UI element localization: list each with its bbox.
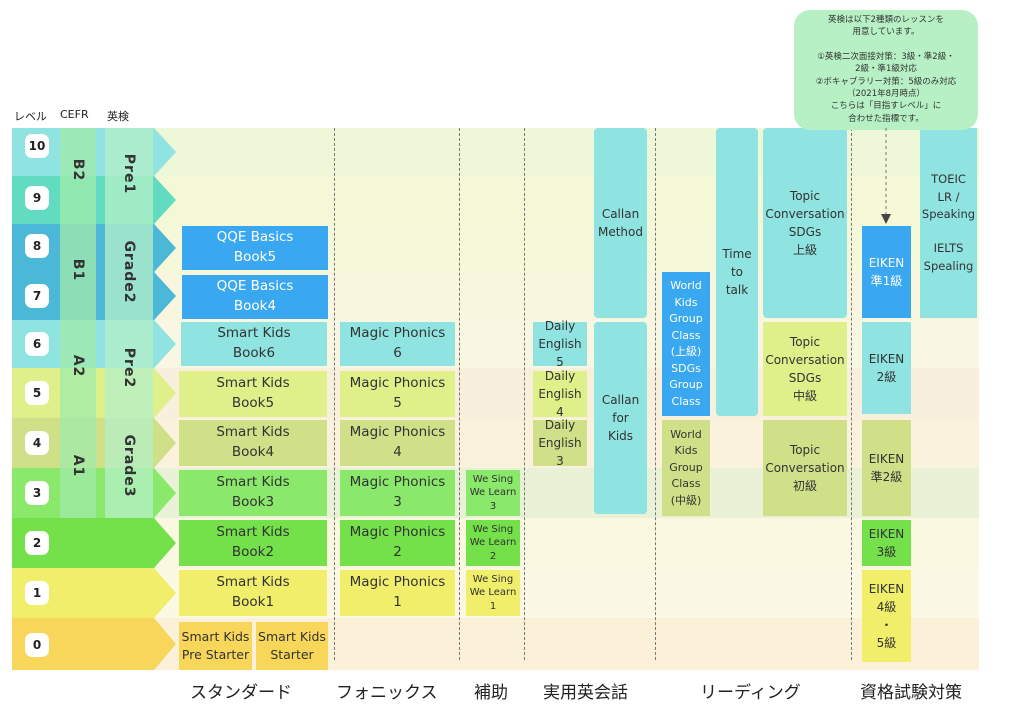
eiken-grade3: Grade3 [121, 434, 137, 498]
divider-4 [655, 128, 656, 660]
level-7: 7 [25, 284, 49, 308]
arrow-level-2 [12, 518, 176, 568]
level-2: 2 [25, 531, 49, 555]
world-kids-advanced[interactable]: World Kids Group Class (上級) SDGs Group C… [662, 272, 710, 416]
magic-phonics-1[interactable]: Magic Phonics 1 [340, 570, 455, 616]
eiken-grade2-block[interactable]: EIKEN 2級 [862, 322, 911, 414]
category-standard: スタンダード [190, 683, 292, 703]
cefr-b2: B2 [70, 158, 86, 182]
divider-1 [334, 128, 335, 660]
we-sing-we-learn-1[interactable]: We Sing We Learn 1 [466, 570, 520, 616]
divider-2 [459, 128, 460, 660]
cefr-a2: A2 [70, 354, 86, 378]
we-sing-we-learn-2[interactable]: We Sing We Learn 2 [466, 520, 520, 566]
note-connector [881, 128, 891, 224]
divider-3 [524, 128, 525, 660]
daily-english-3[interactable]: Daily English 3 [533, 418, 587, 468]
smart-kids-book6[interactable]: Smart Kids Book6 [181, 322, 327, 366]
category-phonics: フォニックス [336, 683, 438, 703]
magic-phonics-5[interactable]: Magic Phonics 5 [340, 371, 455, 417]
daily-english-5[interactable]: Daily English 5 [533, 319, 587, 369]
level-4: 4 [25, 431, 49, 455]
callan-method[interactable]: Callan Method [594, 128, 647, 318]
eiken-pre1: Pre1 [121, 153, 137, 195]
time-to-talk[interactable]: Time to talk [716, 128, 758, 416]
smart-kids-book5[interactable]: Smart Kids Book5 [179, 371, 327, 417]
category-reading: リーディング [700, 683, 801, 703]
level-9: 9 [25, 186, 49, 210]
level-6: 6 [25, 332, 49, 356]
toeic-ielts-block[interactable]: TOEIC LR / Speaking IELTS Spealing [920, 128, 977, 318]
arrow-level-1 [12, 568, 176, 618]
category-support: 補助 [474, 683, 508, 703]
level-10: 10 [25, 134, 49, 158]
qqe-basics-book5[interactable]: QQE Basics Book5 [182, 226, 328, 270]
smart-kids-book2[interactable]: Smart Kids Book2 [179, 520, 327, 566]
topic-conversation-sdgs-advanced[interactable]: Topic Conversation SDGs 上級 [763, 128, 847, 318]
smart-kids-pre-starter[interactable]: Smart Kids Pre Starter [179, 622, 252, 670]
eiken-grade2: Grade2 [121, 240, 137, 304]
eiken-pre1-block[interactable]: EIKEN 準1級 [862, 226, 911, 318]
divider-5 [851, 128, 852, 660]
magic-phonics-3[interactable]: Magic Phonics 3 [340, 470, 455, 516]
magic-phonics-6[interactable]: Magic Phonics 6 [340, 322, 455, 366]
eiken-column [105, 128, 153, 518]
topic-conversation-sdgs-intermediate[interactable]: Topic Conversation SDGs 中級 [763, 322, 847, 416]
smart-kids-book4[interactable]: Smart Kids Book4 [179, 420, 327, 466]
cefr-b1: B1 [70, 258, 86, 282]
world-kids-intermediate[interactable]: World Kids Group Class (中級) [662, 420, 710, 516]
category-practical: 実用英会話 [543, 683, 628, 703]
header-eiken: 英検 [107, 110, 129, 123]
we-sing-we-learn-3[interactable]: We Sing We Learn 3 [466, 470, 520, 516]
arrow-level-0 [12, 618, 176, 670]
cefr-column [60, 128, 96, 518]
smart-kids-book3[interactable]: Smart Kids Book3 [179, 470, 327, 516]
qqe-basics-book4[interactable]: QQE Basics Book4 [182, 275, 328, 319]
level-8: 8 [25, 234, 49, 258]
smart-kids-book1[interactable]: Smart Kids Book1 [179, 570, 327, 616]
magic-phonics-4[interactable]: Magic Phonics 4 [340, 420, 455, 466]
level-5: 5 [25, 381, 49, 405]
eiken-pre2-block[interactable]: EIKEN 準2級 [862, 420, 911, 516]
level-3: 3 [25, 481, 49, 505]
daily-english-4[interactable]: Daily English 4 [533, 369, 587, 419]
cefr-a1: A1 [70, 454, 86, 478]
callan-for-kids[interactable]: Callan for Kids [594, 322, 647, 514]
smart-kids-starter[interactable]: Smart Kids Starter [256, 622, 328, 670]
header-level: レベル [14, 110, 47, 123]
magic-phonics-2[interactable]: Magic Phonics 2 [340, 520, 455, 566]
eiken-grade4-5-block[interactable]: EIKEN 4級 ・ 5級 [862, 570, 911, 662]
eiken-note: 英検は以下2種類のレッスンを 用意しています。 ①英検二次面接対策：3級・準2級… [794, 10, 978, 130]
header-cefr: CEFR [60, 108, 89, 121]
eiken-pre2: Pre2 [121, 347, 137, 389]
level-0: 0 [25, 633, 49, 657]
level-1: 1 [25, 581, 49, 605]
topic-conversation-beginner[interactable]: Topic Conversation 初級 [763, 420, 847, 516]
category-exam: 資格試験対策 [860, 683, 962, 703]
eiken-grade3-block[interactable]: EIKEN 3級 [862, 520, 911, 566]
